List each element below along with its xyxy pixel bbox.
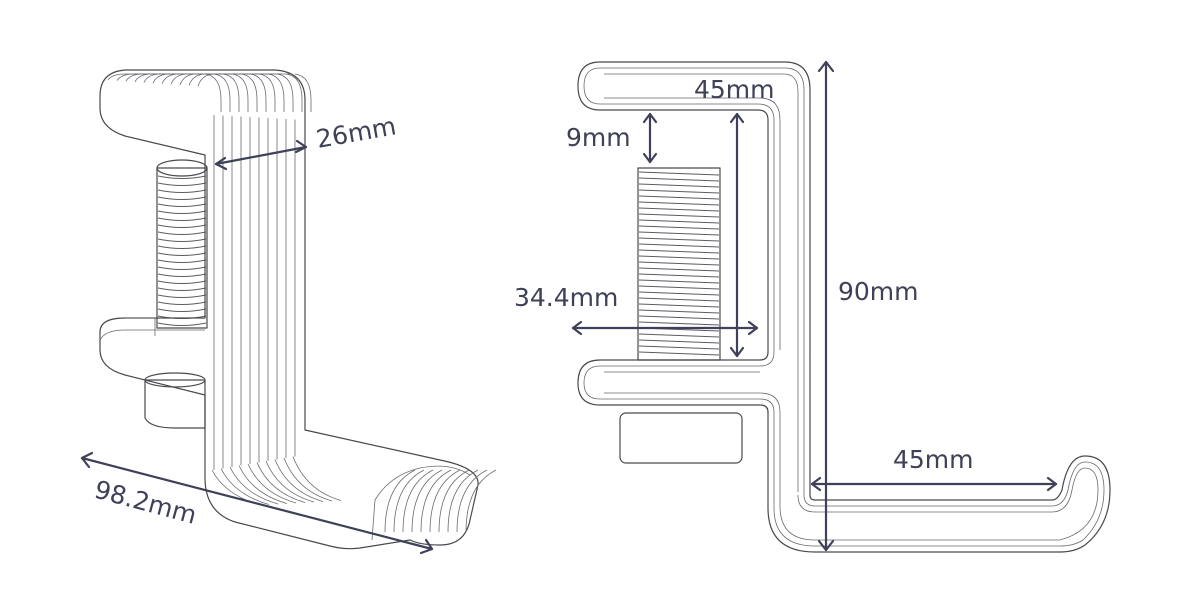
dim-label-45mm-hook: 45mm	[893, 445, 974, 474]
dimension-34-4mm: 34.4mm	[514, 283, 759, 336]
dimension-9mm: 9mm	[566, 112, 658, 164]
dimension-98-2mm: 98.2mm	[80, 451, 434, 555]
clamp-side-view	[577, 61, 1111, 553]
clamp-body-3d	[99, 69, 479, 550]
dim-label-26mm: 26mm	[314, 111, 398, 154]
dimension-45mm-hook: 45mm	[810, 445, 1058, 492]
ribs-hook	[211, 456, 497, 533]
dimension-26mm: 26mm	[214, 111, 398, 171]
dim-label-9mm: 9mm	[566, 123, 631, 152]
dimension-90mm: 90mm	[817, 60, 919, 552]
screw-3d	[156, 159, 208, 329]
dim-label-90mm: 90mm	[838, 277, 919, 306]
dimension-vertical-opening	[729, 112, 745, 358]
dim-label-98-2mm: 98.2mm	[91, 475, 199, 530]
ribs-top-arm	[107, 73, 312, 112]
knob-side	[619, 412, 743, 464]
ribs-spine	[213, 115, 296, 470]
clamp-profile-outer	[577, 61, 1111, 553]
dimension-45mm-top: 45mm	[694, 75, 775, 104]
dim-label-34-4mm: 34.4mm	[514, 283, 618, 312]
knob-3d	[144, 372, 206, 429]
clamp-3d-view	[99, 69, 497, 550]
dim-label-45mm-top: 45mm	[694, 75, 775, 104]
screw-side	[637, 167, 721, 361]
